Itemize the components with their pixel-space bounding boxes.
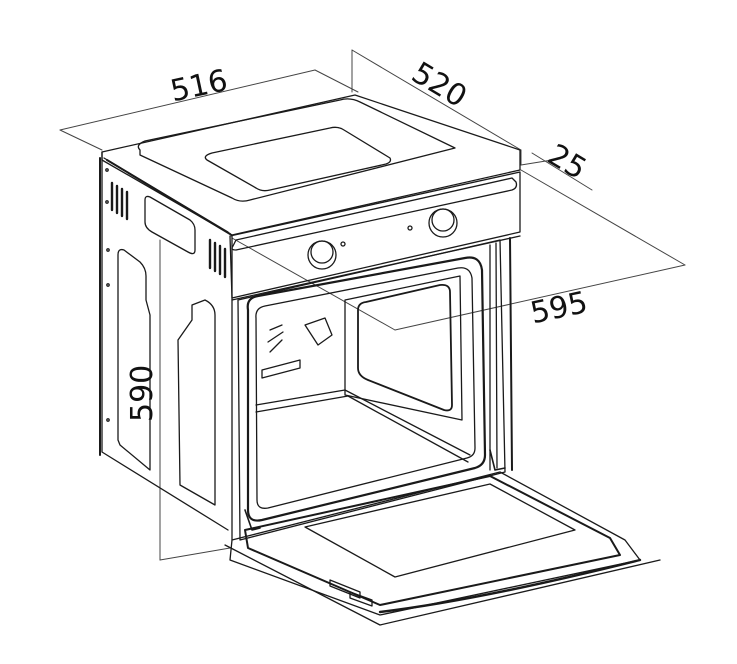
oven-cavity <box>231 235 521 541</box>
door-glass <box>304 483 576 578</box>
side-vent-right <box>208 238 227 279</box>
control-knob-left <box>307 240 337 270</box>
indicator-light-left <box>340 241 346 247</box>
oven-door <box>224 449 661 626</box>
control-knob-right <box>428 208 458 238</box>
left-side-panel <box>99 151 233 541</box>
dimension-label-590: 590 <box>125 364 160 422</box>
side-handle-recess <box>144 195 196 255</box>
dimension-lines <box>59 49 686 561</box>
control-panel <box>229 171 521 299</box>
indicator-light-right <box>407 225 413 231</box>
oven-top <box>101 94 521 236</box>
side-vent-left <box>110 181 129 221</box>
